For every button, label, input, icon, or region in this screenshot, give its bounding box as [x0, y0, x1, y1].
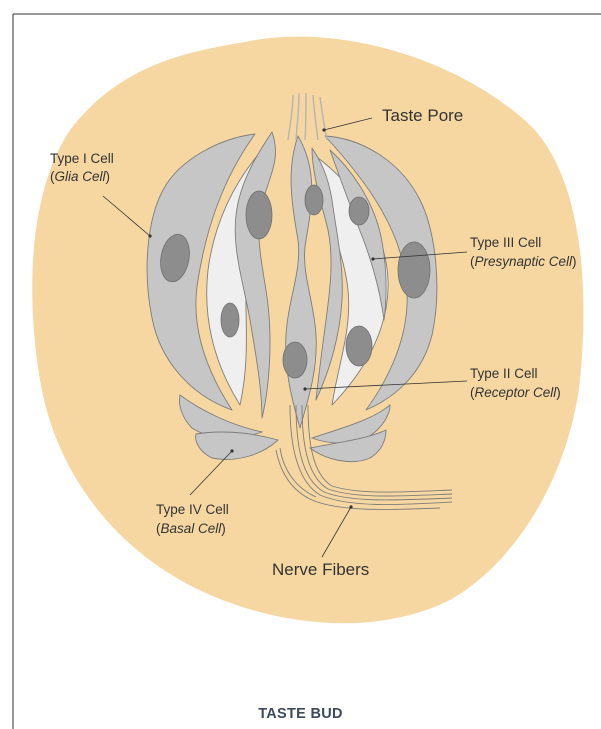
label-type3-name: Type III Cell	[470, 235, 541, 250]
label-type4-sub: Basal Cell	[161, 521, 223, 536]
label-type3-sub: Presynaptic Cell	[475, 254, 574, 269]
leader-dot-taste-pore	[322, 128, 325, 131]
label-type2-sub-line: (Receptor Cell)	[470, 385, 561, 400]
label-type2-name: Type II Cell	[470, 366, 538, 381]
leader-dot-type3	[371, 257, 374, 260]
nucleus-center-lower	[283, 342, 307, 378]
leader-dot-type2	[303, 387, 306, 390]
label-type1-sub-line: (Glia Cell)	[50, 169, 110, 184]
label-type1-close: )	[106, 169, 111, 184]
diagram-title: TASTE BUD	[0, 706, 601, 722]
label-type3-sub-line: (Presynaptic Cell)	[470, 254, 577, 269]
label-taste-pore: Taste Pore	[382, 106, 463, 125]
label-type3-close: )	[572, 254, 577, 269]
leader-dot-nerve-fibers	[349, 505, 352, 508]
label-type2-sub: Receptor Cell	[475, 385, 558, 400]
nucleus-type1-right	[398, 242, 430, 298]
label-type2-close: )	[556, 385, 561, 400]
label-type4-name: Type IV Cell	[156, 502, 229, 517]
leader-dot-type4	[230, 449, 233, 452]
nucleus-center-upper	[305, 185, 323, 215]
label-type4-sub-line: (Basal Cell)	[156, 521, 226, 536]
leader-dot-type1	[148, 234, 151, 237]
label-type4-close: )	[221, 521, 226, 536]
nucleus-type1-right-upper	[349, 197, 369, 225]
nucleus-center-left	[246, 191, 272, 239]
label-type1-name: Type I Cell	[50, 151, 114, 166]
nucleus-type3-left	[221, 303, 239, 337]
label-nerve-fibers: Nerve Fibers	[272, 560, 369, 579]
nucleus-type3-right	[346, 326, 372, 366]
label-type1-sub: Glia Cell	[55, 169, 107, 184]
